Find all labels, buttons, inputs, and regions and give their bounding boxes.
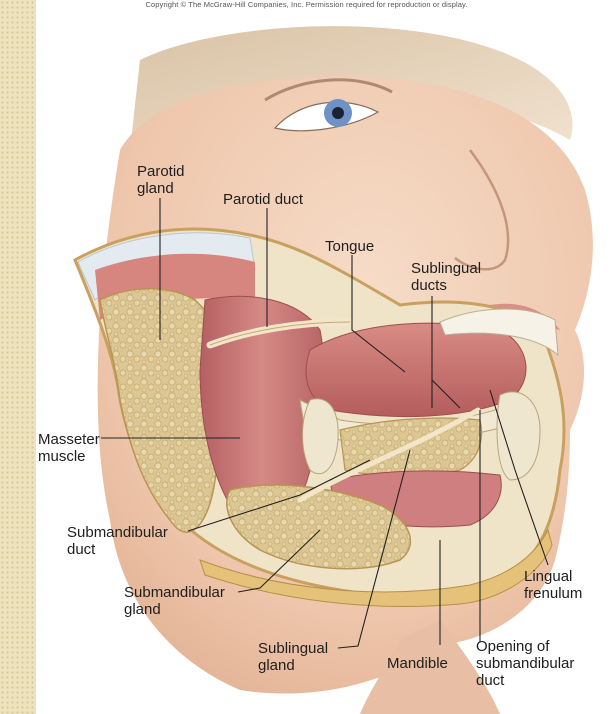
leader-sublingual-gland <box>337 449 411 649</box>
mandible-section-front <box>496 391 541 481</box>
leader-tongue <box>351 255 406 373</box>
leader-lingual-frenulum <box>489 389 549 566</box>
parotid-duct-outline <box>209 321 351 346</box>
parotid-gland-shape <box>99 288 226 533</box>
mandible-lower-edge <box>199 528 553 607</box>
eyebrow-shape <box>264 78 393 102</box>
mandible-section-back <box>302 398 339 475</box>
leader-submandibular-gland <box>237 529 321 593</box>
label-sublingual-ducts: Sublingual ducts <box>411 260 482 294</box>
leader-sublingual-ducts <box>431 296 461 409</box>
copyright-notice: Copyright © The McGraw-Hill Companies, I… <box>145 0 468 9</box>
label-submandibular-gland: Submandibular gland <box>124 584 225 618</box>
leader-submandibular-duct <box>187 459 371 532</box>
upper-teeth <box>439 308 559 357</box>
neck-shape <box>360 620 500 714</box>
label-masseter-muscle: Masseter muscle <box>38 431 100 465</box>
label-lingual-frenulum: Lingual frenulum <box>524 568 583 602</box>
nose-shape <box>454 149 510 271</box>
label-tongue: Tongue <box>325 238 375 255</box>
label-opening-submandibular-duct: Opening of submandibular duct <box>476 638 575 689</box>
label-sublingual-gland: Sublingual gland <box>258 640 329 674</box>
label-parotid-gland: Parotid gland <box>137 163 185 197</box>
decorative-border <box>0 0 36 714</box>
label-parotid-duct: Parotid duct <box>223 191 304 208</box>
pupil-shape <box>332 107 344 119</box>
submandibular-duct-shape <box>297 407 481 503</box>
label-mandible: Mandible <box>387 655 448 672</box>
tongue-shape <box>305 322 527 418</box>
label-submandibular-duct: Submandibular duct <box>67 524 168 558</box>
